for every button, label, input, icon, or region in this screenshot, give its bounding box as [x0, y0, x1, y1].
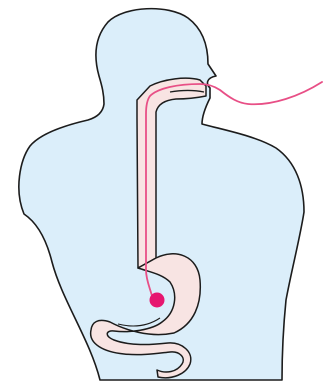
capsule-dot: [150, 293, 165, 308]
